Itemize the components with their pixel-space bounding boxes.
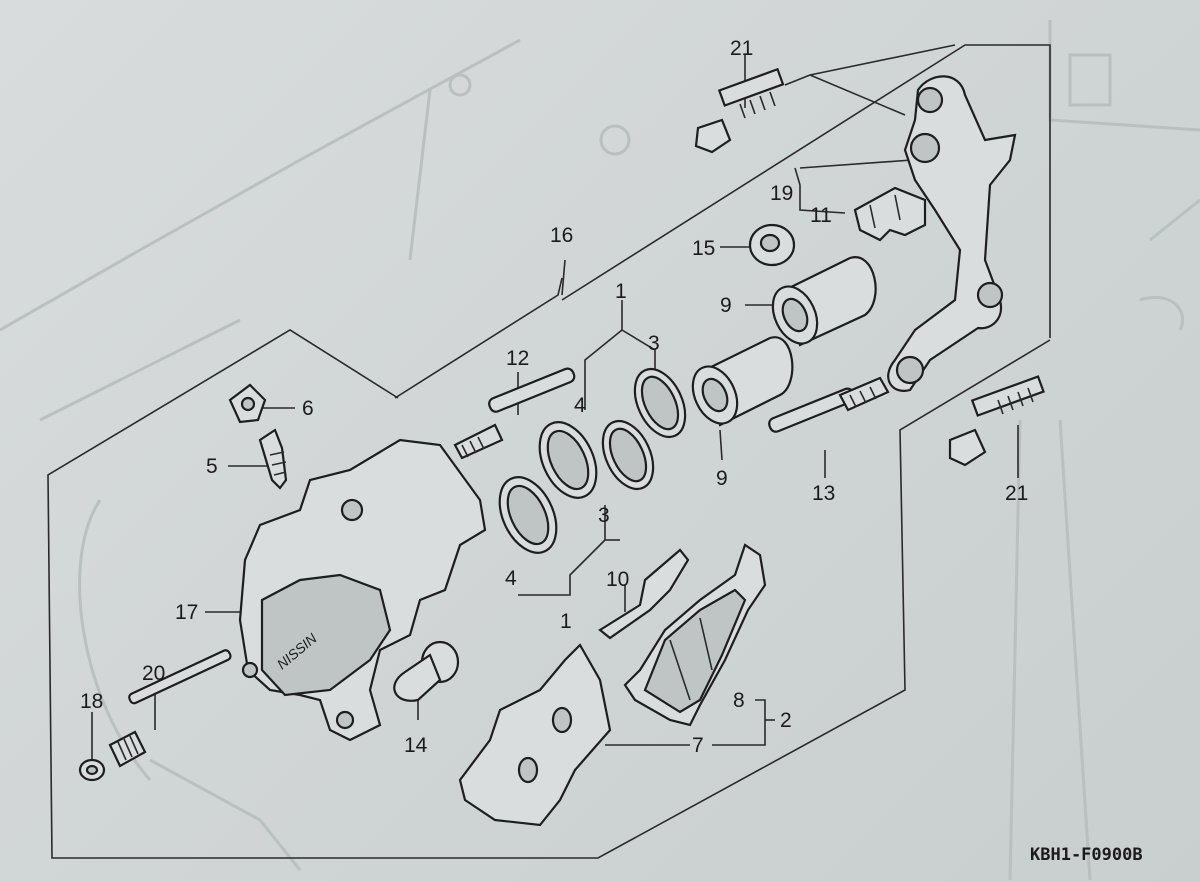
label-1-upper: 1 [615, 280, 627, 303]
label-19: 19 [770, 182, 793, 205]
label-9-upper: 9 [720, 294, 732, 317]
label-21-right: 21 [1005, 482, 1028, 505]
seal-3-upper [633, 367, 687, 439]
background-ghost-drawing [0, 20, 1200, 881]
brake-pad-8 [623, 543, 767, 727]
pad-pin-14 [393, 640, 460, 702]
label-20: 20 [142, 662, 165, 685]
label-14: 14 [404, 734, 428, 757]
label-4-upper: 4 [574, 394, 586, 417]
pin-13 [768, 376, 890, 433]
label-21-top: 21 [730, 37, 753, 60]
label-6: 6 [302, 397, 314, 420]
pin-20 [108, 649, 232, 768]
label-12: 12 [506, 347, 529, 370]
label-18: 18 [80, 690, 103, 713]
label-1-lower: 1 [560, 610, 572, 633]
caliper-bracket-19 [887, 75, 1017, 392]
catalog-code: KBH1-F0900B [1030, 845, 1143, 865]
seal-4-lower [498, 476, 558, 554]
pad-spring-11 [853, 186, 927, 242]
pad-shim-7 [458, 643, 612, 827]
label-16: 16 [550, 224, 573, 247]
label-13: 13 [812, 482, 835, 505]
label-10: 10 [606, 568, 629, 591]
callout-labels: 21 19 11 15 16 9 1 3 12 4 6 5 9 13 21 3 … [80, 37, 1028, 757]
caliper-body-17: NISSIN [238, 438, 487, 742]
bleeder-cap-6 [228, 383, 267, 424]
label-3-lower: 3 [598, 504, 610, 527]
seal-4-upper [538, 421, 598, 499]
label-3-upper: 3 [648, 332, 660, 355]
label-15: 15 [692, 237, 715, 260]
piston-9-lower [691, 336, 794, 427]
label-5: 5 [206, 455, 218, 478]
label-7: 7 [692, 734, 704, 757]
plug-18 [78, 758, 106, 782]
label-2: 2 [780, 709, 792, 732]
pin-12 [453, 367, 576, 460]
piston-9-upper [771, 256, 877, 347]
label-11: 11 [810, 204, 832, 227]
seal-3-lower [601, 419, 655, 491]
pad-retainer-10 [598, 548, 690, 640]
bleeder-valve-5 [258, 428, 288, 490]
bolt-21-top [694, 67, 785, 154]
bolt-21-right [948, 375, 1045, 467]
boot-15 [748, 223, 796, 267]
label-8: 8 [733, 689, 745, 712]
label-17: 17 [175, 601, 198, 624]
assembly-frame [47, 44, 1051, 859]
label-9-lower: 9 [716, 467, 728, 490]
label-4-lower: 4 [505, 567, 517, 590]
